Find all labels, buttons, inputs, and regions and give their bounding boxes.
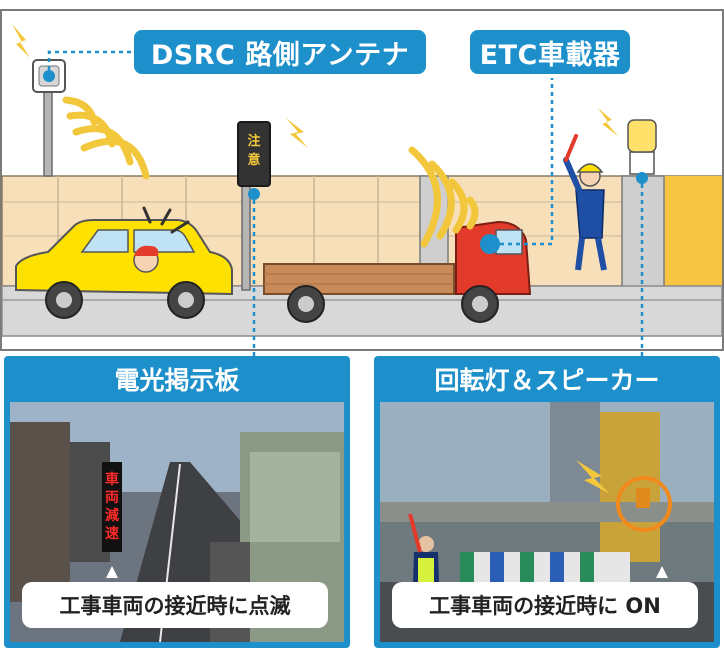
led-sign-panel: 電光掲示板 車 両 減 速 工事車両の接近時に点滅: [4, 356, 350, 648]
dsrc-signal-waves-icon: [62, 96, 150, 180]
etc-signal-waves-icon: [408, 146, 479, 248]
panel-title: 電光掲示板: [114, 366, 240, 395]
sign-char: 車: [105, 471, 119, 488]
lightning-icon: [576, 460, 610, 494]
sign-char-1: 注: [247, 133, 260, 149]
dsrc-antenna-label: DSRC 路側アンテナ: [134, 30, 426, 74]
beacon-highlight-circle: [616, 476, 672, 532]
traffic-flagman: [563, 134, 607, 271]
beacon-speaker-panel: 回転灯＆スピーカー: [374, 356, 720, 648]
dump-truck: [263, 220, 532, 323]
sign-char: 両: [105, 490, 119, 506]
panel-caption: 工事車両の接近時に ON: [392, 582, 698, 628]
dsrc-leader-line: [47, 50, 134, 70]
sign-char: 速: [105, 525, 119, 542]
rotating-beacon: [627, 119, 657, 184]
panel-caption: 工事車両の接近時に点滅: [22, 582, 328, 628]
lightning-icon: [286, 118, 308, 148]
lightning-icon: [598, 108, 618, 136]
led-sign-pole: 注 意: [237, 121, 271, 291]
panel-title: 回転灯＆スピーカー: [434, 366, 660, 395]
etc-unit-label: ETC車載器: [470, 30, 630, 74]
taxi-car: [15, 206, 233, 319]
sign-char-2: 意: [247, 152, 260, 168]
sign-char: 減: [105, 507, 119, 524]
etc-leader-line: [500, 78, 554, 246]
